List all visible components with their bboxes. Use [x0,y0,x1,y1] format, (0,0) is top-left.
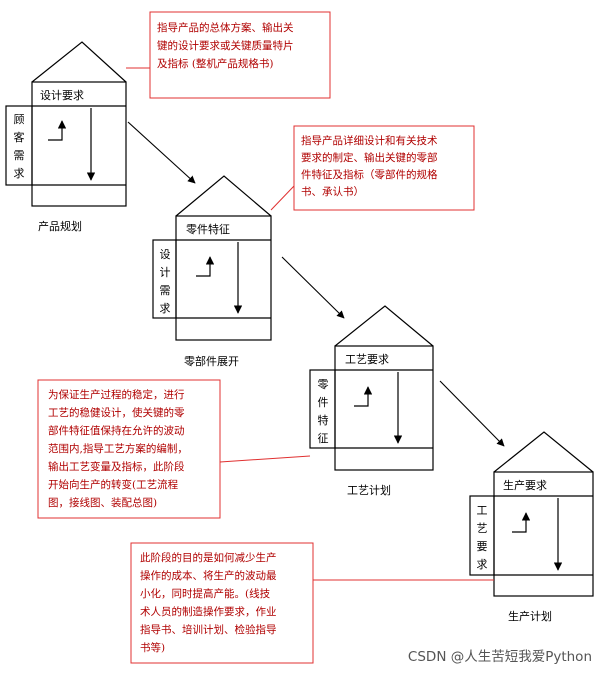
annotation-line: 开始向生产的转变(工艺流程 [48,478,179,491]
side-char: 工 [477,504,488,517]
stage-connector-arrow [127,121,196,184]
stage-caption: 工艺计划 [347,484,391,497]
stage-header: 生产要求 [503,478,547,492]
flow-arrow [512,512,531,533]
annotation-line: 要求的制定、输出关键的零部 [301,151,438,164]
house-stage-3 [309,305,434,471]
annotation-line: 术人员的制造操作要求，作业 [140,605,277,618]
side-char: 需 [160,284,171,297]
house-side-box [469,495,495,576]
flow-arrow [196,256,215,277]
side-char: 零 [318,378,329,391]
house-roof [31,41,127,83]
annotation-box [130,542,314,664]
side-char: 需 [14,149,25,162]
side-char: 要 [477,540,488,553]
side-char: 艺 [477,522,488,535]
side-char: 求 [160,302,171,315]
side-char: 求 [14,167,25,180]
stage-header: 零件特征 [186,222,230,236]
house-roof [334,305,434,347]
annotation-line: 及指标 (整机产品规格书) [157,57,274,70]
stage-caption: 零部件展开 [184,354,239,368]
annotation-box [37,379,221,519]
annotation-line: 工艺的稳健设计，使关键的零 [48,406,185,419]
side-char: 件 [318,396,329,409]
annotation-line: 指导书、培训计划、检验指导 [140,623,277,636]
annotation-line: 件特征及指标（零部件的规格 [301,168,438,181]
annotation-line: 键的设计要求或关键质量特片 [157,39,294,52]
side-char: 求 [477,558,488,571]
house-side-box [309,369,336,449]
annotation-line: 操作的成本、将生产的波动最 [140,569,277,582]
annotation-line: 小化，同时提高产能。(线技 [140,587,271,600]
annotation-leader [219,455,311,463]
annotation-line: 图，接线图、装配总图) [48,496,157,509]
annotation-line: 书、承认书） [301,185,364,198]
watermark-text: CSDN @人生苦短我爱Python [408,649,592,665]
side-char: 客 [14,130,25,144]
annotation-leader [270,185,295,211]
annotation-line: 输出工艺变量及指标，此阶段 [48,460,185,473]
side-char: 顾 [14,113,25,126]
house-side-box [5,105,33,186]
annotation-line: 为保证生产过程的稳定，进行 [48,388,185,401]
house-side-box [152,239,177,319]
stage-caption: 产品规划 [38,219,82,233]
house-stage-1 [5,41,127,207]
side-char: 特 [318,413,329,427]
annotation-box [149,11,331,99]
annotation-box [293,125,475,211]
stage-connector-arrow [439,380,505,447]
annotation-line: 范围内,指导工艺方案的编制， [48,442,188,455]
side-char: 计 [160,266,171,279]
stage-header: 设计要求 [40,89,84,102]
house-roof [175,175,272,217]
annotation-line: 指导产品的总体方案、输出关 [157,21,294,34]
house-stage-2 [152,175,272,341]
annotation-line: 部件特征值保持在允许的波动 [48,424,185,437]
annotation-line: 指导产品详细设计和有关技术 [301,134,438,147]
side-char: 设 [160,248,171,261]
house-stage-4 [469,431,594,597]
annotation-line: 书等) [140,641,165,654]
annotation-line: 此阶段的目的是如何减少生产 [140,551,277,564]
stage-connector-arrow [281,256,345,319]
stage-caption: 生产计划 [508,609,552,623]
flow-arrow [354,386,373,407]
stage-header: 工艺要求 [345,353,389,366]
house-roof [493,431,594,473]
flow-arrow [48,120,67,141]
side-char: 征 [318,432,329,445]
